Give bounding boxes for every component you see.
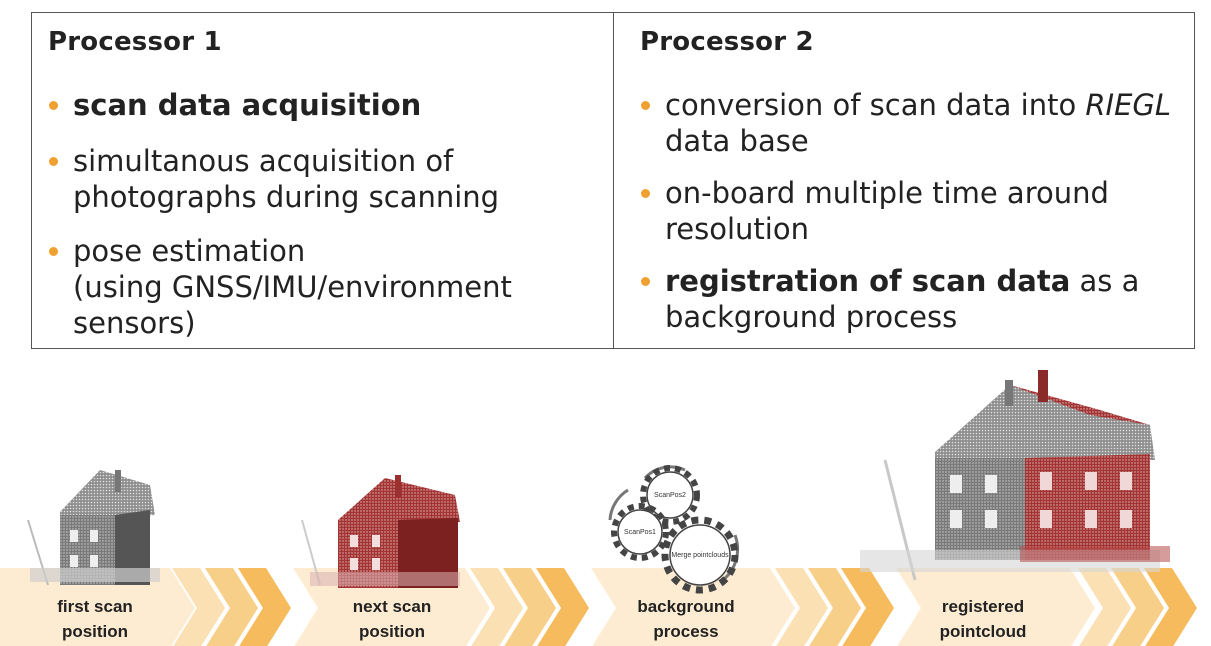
bullet-dot-icon	[49, 247, 58, 256]
processor-2-title: Processor 2	[640, 27, 814, 57]
bullet-dot-icon	[49, 157, 58, 166]
bullet-pose-estimation: pose estimation (using GNSS/IMU/environm…	[49, 233, 589, 341]
house-registered-pointcloud-image	[860, 370, 1170, 581]
bullet-dot-icon	[49, 101, 58, 110]
bullet-dot-icon	[641, 189, 650, 198]
processor-2-column: Processor 2 conversion of scan data into…	[614, 13, 1194, 348]
gears-background-process-image	[608, 465, 740, 594]
processor-1-column: Processor 1 scan data acquisition simult…	[32, 13, 614, 348]
bullet-dot-icon	[641, 277, 650, 286]
stage-label-first-scan-position: first scan position	[57, 597, 133, 641]
bullet-dot-icon	[641, 101, 650, 110]
flow-graphic: ScanPos2 ScanPos1 Merge pointclouds	[0, 370, 1197, 646]
gear-label-merge: Merge pointclouds	[671, 552, 729, 559]
gear-label-scanpos2: ScanPos2	[654, 492, 686, 499]
bullet-onboard-resolution: on-board multiple time around resolution	[641, 175, 1181, 247]
processor-1-title: Processor 1	[48, 27, 222, 57]
house-first-scan-image	[27, 470, 160, 586]
bullet-scan-data-acquisition: scan data acquisition	[49, 87, 589, 123]
chevron-band	[0, 568, 1197, 646]
gear-label-scanpos1: ScanPos1	[624, 529, 656, 536]
bullet-simultaneous-acquisition: simultanous acquisition of photographs d…	[49, 143, 589, 215]
bullet-conversion: conversion of scan data into RIEGL data …	[641, 87, 1181, 159]
process-flow: ScanPos2 ScanPos1 Merge pointclouds	[0, 360, 1211, 646]
stage-label-background-process: background process	[637, 597, 735, 641]
house-next-scan-image	[301, 475, 460, 588]
processor-table: Processor 1 scan data acquisition simult…	[31, 12, 1195, 349]
stage-label-registered-pointcloud: registered pointcloud	[939, 597, 1027, 641]
stage-label-next-scan-position: next scan position	[352, 597, 432, 641]
bullet-registration: registration of scan data as a backgroun…	[641, 263, 1181, 335]
